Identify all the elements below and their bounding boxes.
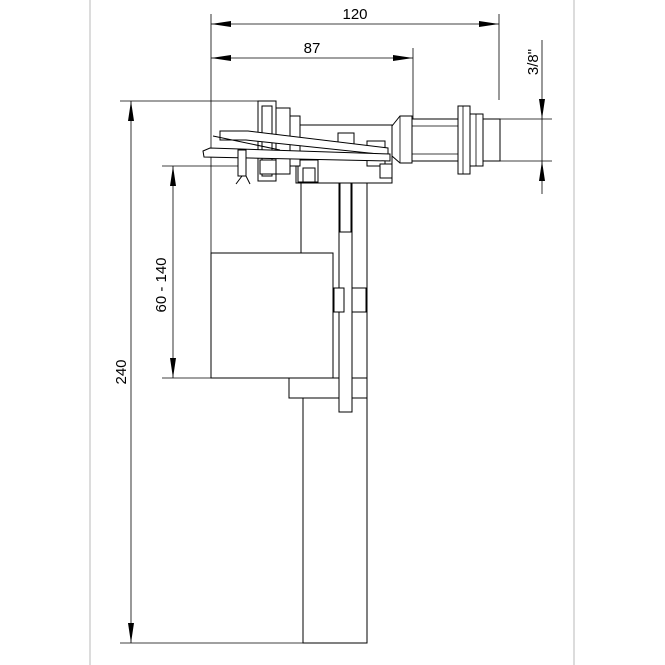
dimension-label-height-adjust: 60 - 140 xyxy=(153,257,170,312)
dimension-label-120: 120 xyxy=(342,6,367,23)
dimension-label-240: 240 xyxy=(113,359,130,384)
dimension-label-thread: 3/8" xyxy=(525,49,542,75)
valve-body xyxy=(202,100,501,644)
float-collar xyxy=(288,377,368,399)
float-rod xyxy=(333,149,367,413)
dimension-overall-width: 120 xyxy=(210,6,500,260)
lever-arm xyxy=(202,130,391,185)
dimension-inlet-offset: 87 xyxy=(211,40,414,120)
dimension-height-adjust: 60 - 140 xyxy=(153,165,246,379)
dimension-thread-size: 3/8" xyxy=(500,40,552,194)
dimension-overall-height: 240 xyxy=(113,100,303,644)
float-box xyxy=(210,252,334,379)
inlet-fitting xyxy=(411,105,501,175)
riser-tube xyxy=(302,397,368,644)
dimension-label-87: 87 xyxy=(304,40,321,57)
